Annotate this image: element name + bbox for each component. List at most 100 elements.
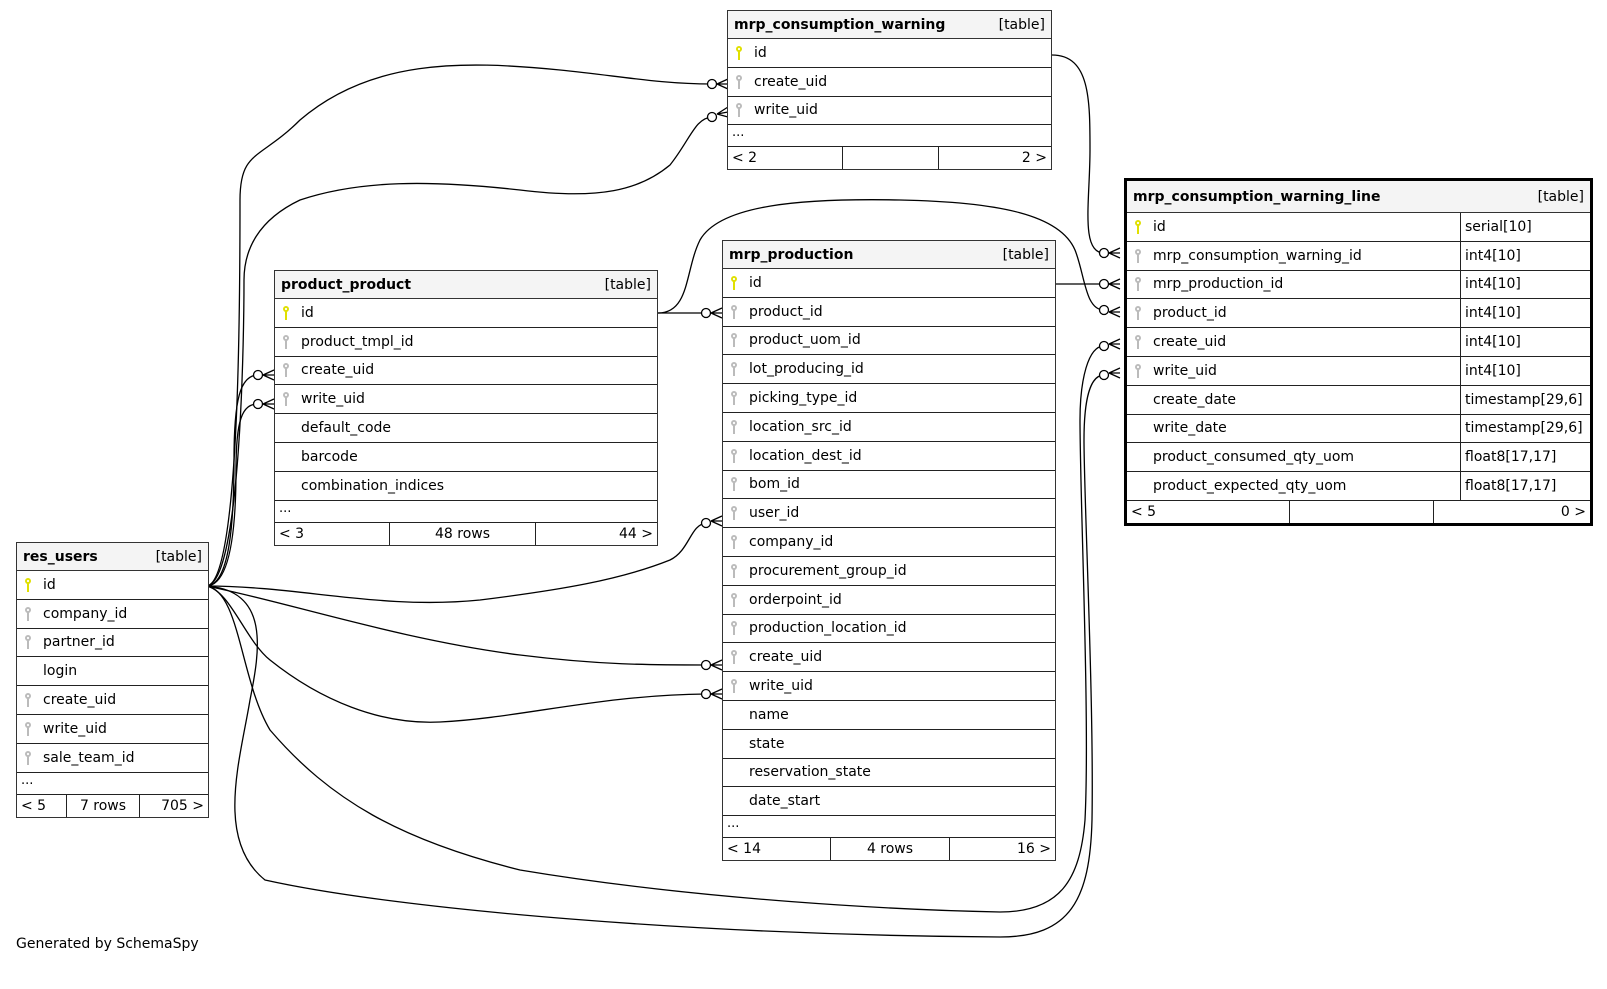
column-row[interactable]: sale_team_id [17,744,208,773]
column-type: int4[10] [1460,241,1590,270]
column-row[interactable]: default_code [275,414,657,443]
column-row[interactable]: production_location_id [723,615,1055,644]
parents-count[interactable]: < 5 [17,794,67,817]
column-name: id [754,44,767,61]
parents-count[interactable]: < 14 [723,838,831,861]
column-name: write_uid [754,102,818,119]
more-columns[interactable]: ... [728,125,1051,148]
row-count [843,147,939,170]
column-row[interactable]: company_id [723,528,1055,557]
crowfoot-icon [262,398,275,410]
column-cell: write_uid [275,385,657,413]
column-row[interactable]: write_uid [728,97,1051,126]
foreign-key-icon [23,750,37,766]
row-count [1290,500,1434,523]
children-count[interactable]: 16 > [1017,841,1051,858]
column-name: write_uid [749,678,813,695]
column-cell: bom_id [723,471,1055,499]
column-name: create_date [1153,391,1237,408]
column-row[interactable]: company_id [17,600,208,629]
parents-count[interactable]: < 3 [275,522,390,545]
column-row[interactable]: lot_producing_id [723,355,1055,385]
column-row[interactable]: write_uid [723,672,1055,701]
row-count: 7 rows [67,794,140,817]
column-row[interactable]: procurement_group_id [723,557,1055,586]
crowfoot-icon [710,307,723,319]
more-columns[interactable]: ... [17,773,208,795]
parents-count[interactable]: < 2 [728,147,843,170]
more-columns[interactable]: ... [723,816,1055,839]
column-row[interactable]: id [17,571,208,600]
children-count[interactable]: 0 > [1560,503,1586,520]
column-row[interactable]: location_src_id [723,413,1055,442]
column-name: create_uid [43,692,117,709]
column-name: default_code [301,420,392,437]
primary-key-icon [281,305,295,321]
column-row[interactable]: picking_type_id [723,384,1055,413]
foreign-key-icon [23,606,37,622]
column-row[interactable]: id [723,269,1055,298]
foreign-key-icon [281,391,295,407]
column-row[interactable]: create_uid [275,357,657,386]
column-row[interactable]: user_id [723,499,1055,529]
column-row[interactable]: create_uid [17,686,208,715]
column-row[interactable]: create_uid [723,643,1055,673]
edge-end-marker [706,111,718,123]
column-row[interactable]: login [17,657,208,687]
column-row[interactable]: partner_id [17,629,208,658]
column-row[interactable]: date_start [723,787,1055,817]
children-count[interactable]: 44 > [619,525,653,542]
column-cell: write_uid [723,672,1055,700]
column-row[interactable]: location_dest_id [723,442,1055,471]
column-cell: mrp_production_id [1127,271,1460,299]
column-row[interactable]: id [728,39,1051,68]
column-row[interactable]: write_uid [17,715,208,744]
column-cell: product_expected_qty_uom [1127,472,1460,500]
column-cell: user_id [723,499,1055,527]
column-row[interactable]: combination_indices [275,472,657,501]
column-row[interactable]: create_uid [728,68,1051,97]
column-cell: procurement_group_id [723,557,1055,585]
column-row[interactable]: id [275,299,657,328]
column-row[interactable]: bom_id [723,471,1055,500]
foreign-key-icon [729,419,743,435]
column-row[interactable]: name [723,701,1055,730]
parents-count[interactable]: < 5 [1127,500,1290,523]
column-row[interactable]: barcode [275,443,657,472]
foreign-key-icon [729,390,743,406]
column-row[interactable]: write_uid [275,385,657,415]
edge-end-marker [706,78,718,90]
column-row[interactable]: product_id [723,298,1055,327]
foreign-key-icon [729,649,743,665]
column-name: product_id [1153,305,1227,322]
column-cell: product_consumed_qty_uom [1127,443,1460,471]
column-row[interactable]: product_tmpl_id [275,328,657,357]
column-row[interactable]: product_uom_id [723,327,1055,356]
more-columns[interactable]: ... [275,501,657,523]
column-row[interactable]: orderpoint_id [723,586,1055,615]
column-name: combination_indices [301,477,445,494]
column-row[interactable]: state [723,730,1055,759]
column-cell: id [723,269,1055,297]
column-name: bom_id [749,476,800,493]
column-name: company_id [43,605,128,622]
children-count[interactable]: 705 > [161,797,204,814]
table-header: mrp_production [table] [723,241,1055,269]
children-count[interactable]: 2 > [1021,150,1047,167]
column-row[interactable]: reservation_state [723,759,1055,788]
